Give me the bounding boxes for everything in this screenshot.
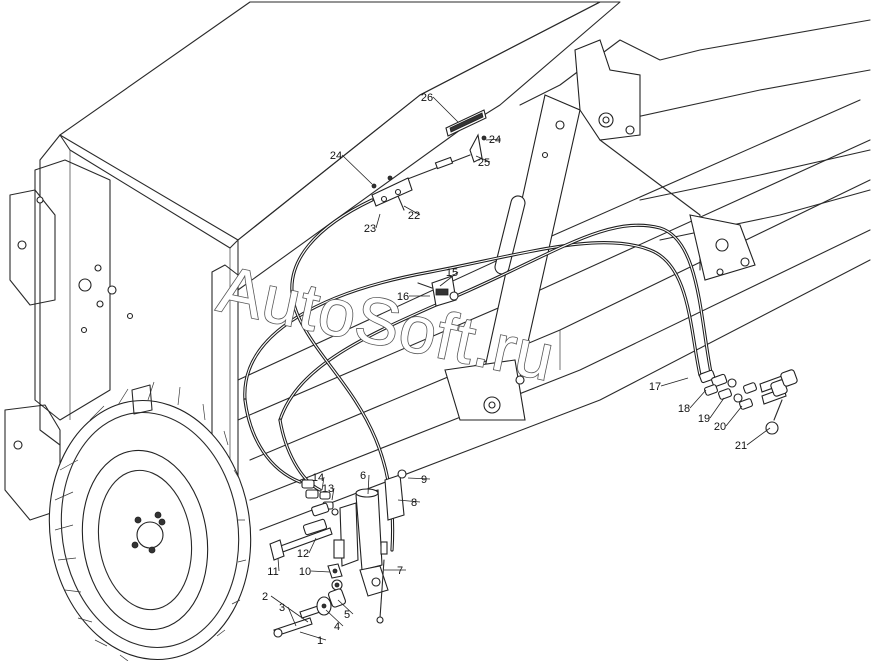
hitch-lever — [444, 39, 756, 421]
callout-leader-c19 — [709, 397, 725, 419]
callout-leader-c11 — [277, 557, 280, 572]
callout-leader-c15 — [439, 271, 459, 287]
callout-leader-c4 — [325, 609, 344, 627]
hydraulic-cylinder — [331, 469, 407, 624]
hydraulic-hoses — [243, 154, 714, 552]
callout-c6: 6 — [360, 470, 366, 482]
callout-c25: 25 — [478, 157, 490, 169]
callout-leader-c10 — [310, 570, 331, 573]
callout-c16: 16 — [397, 291, 409, 303]
callout-c26: 26 — [421, 92, 433, 104]
callout-leader-c20 — [725, 405, 743, 427]
callout-c4: 4 — [334, 621, 340, 633]
callout-c17: 17 — [649, 381, 661, 393]
callout-leader-c24a — [341, 154, 373, 185]
callout-leader-c13 — [331, 487, 335, 501]
callout-leader-c21 — [746, 427, 771, 446]
callout-leader-c1 — [299, 631, 327, 641]
callout-c9: 9 — [421, 474, 427, 486]
pin-parts-1-5 — [273, 588, 347, 638]
callout-c15: 15 — [446, 267, 458, 279]
callout-c22: 22 — [408, 210, 420, 222]
callout-c3: 3 — [279, 602, 285, 614]
callouts: 1234567891011121314151617181920212223242… — [262, 92, 771, 647]
nut-10 — [327, 563, 343, 579]
couplings-17-21 — [699, 369, 798, 435]
callout-c21: 21 — [735, 440, 747, 452]
callout-c1: 1 — [317, 635, 323, 647]
callout-c20: 20 — [714, 421, 726, 433]
callout-c12: 12 — [297, 548, 309, 560]
callout-c2: 2 — [262, 591, 268, 603]
bracket-15-16 — [417, 275, 459, 307]
callout-c23: 23 — [364, 223, 376, 235]
callout-c10: 10 — [299, 566, 311, 578]
callout-leader-c23 — [375, 213, 381, 229]
callout-c11: 11 — [267, 566, 278, 578]
callout-leader-c26 — [432, 96, 459, 123]
callout-leader-c3 — [287, 606, 297, 627]
callout-leader-c5 — [337, 599, 354, 615]
callout-leader-c17 — [660, 377, 689, 387]
bolt-11 — [269, 502, 333, 561]
callout-leader-c2 — [270, 595, 309, 623]
callout-leader-c14 — [321, 476, 325, 491]
nameplate — [445, 109, 487, 163]
callout-leader-c24b — [485, 138, 502, 141]
callout-leader-c18 — [689, 389, 707, 409]
callout-c19: 19 — [698, 413, 710, 425]
callout-c8: 8 — [411, 497, 417, 509]
callout-c13: 13 — [322, 483, 334, 495]
callout-leader-c9 — [407, 477, 431, 480]
wheel — [48, 381, 252, 661]
callout-c24a: 24 — [330, 150, 342, 162]
callout-c5: 5 — [344, 609, 350, 621]
callout-c24b: 24 — [489, 134, 501, 146]
callout-c14: 14 — [312, 472, 324, 484]
callout-leader-c6 — [367, 474, 370, 495]
callout-c7: 7 — [397, 565, 403, 577]
callout-c18: 18 — [678, 403, 690, 415]
callout-leader-c12 — [308, 537, 317, 554]
callout-leader-c8 — [397, 499, 421, 503]
callout-leader-c22 — [403, 205, 421, 216]
callout-leader-c25 — [475, 155, 491, 163]
